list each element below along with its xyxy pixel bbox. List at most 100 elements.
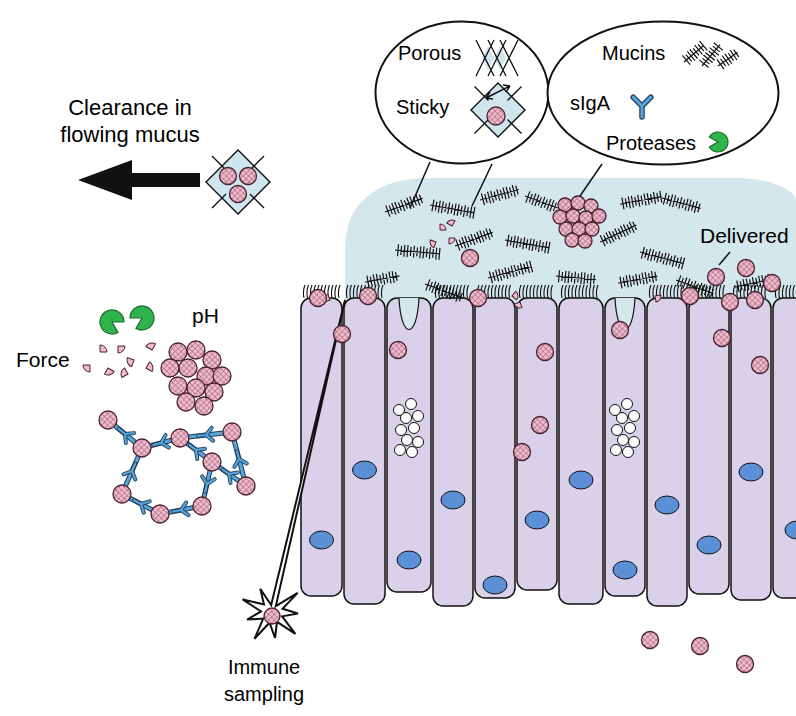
mucin-vesicle — [623, 447, 634, 458]
particle-fragment — [440, 224, 446, 230]
particles — [310, 196, 781, 673]
particle-fragment — [428, 240, 436, 248]
particle-outline — [514, 444, 531, 461]
particle-base — [738, 260, 755, 277]
particle-outline — [310, 290, 327, 307]
mucin-strand — [662, 193, 701, 213]
particle-base — [708, 269, 725, 286]
cell-nucleus — [525, 511, 549, 529]
siga-symbol — [633, 97, 651, 117]
particle-outline — [360, 288, 377, 305]
particle-outline — [113, 485, 131, 503]
nanoparticle — [752, 357, 769, 374]
particle-outline — [592, 209, 606, 223]
particle-outline — [390, 342, 407, 359]
particle-base — [230, 186, 247, 203]
nanoparticle — [708, 269, 725, 286]
particle-base — [195, 397, 213, 415]
mucin-strand — [488, 261, 533, 283]
inset-outline — [374, 20, 550, 165]
epithelial-cell — [475, 298, 515, 598]
particle-outline — [99, 411, 117, 429]
inset-label: Porous — [398, 42, 461, 64]
inset-ellipse — [376, 22, 549, 164]
particle-base — [571, 196, 585, 210]
mucin-vesicle — [395, 445, 406, 456]
cell-nucleus — [697, 536, 721, 554]
cell-nucleus — [569, 471, 593, 489]
nanoparticle — [264, 608, 280, 624]
particle-outline — [470, 290, 487, 307]
particle-base — [203, 453, 221, 471]
nanoparticle — [682, 288, 699, 305]
mucin-vesicle — [622, 399, 633, 410]
figure-label: Force — [16, 346, 70, 373]
particle-outline — [747, 292, 764, 309]
particle-fragment — [655, 295, 662, 302]
inset-label: Sticky — [396, 96, 449, 118]
particle-outline — [334, 326, 351, 343]
particle-fragment — [514, 302, 522, 310]
inset-ellipse — [548, 22, 779, 165]
siga-outline — [124, 461, 141, 479]
particle-outline — [708, 269, 725, 286]
dendritic-cell — [243, 300, 345, 639]
particle-outline — [571, 196, 585, 210]
particle-base — [171, 429, 189, 447]
cell-nucleus — [483, 576, 507, 594]
particle-base — [470, 290, 487, 307]
siga-outline — [199, 476, 215, 493]
particle-outline — [203, 453, 221, 471]
mucin-strand — [682, 41, 707, 65]
nanoparticle — [714, 330, 731, 347]
mucin-vesicle — [618, 435, 629, 446]
mucin-strand — [430, 200, 475, 219]
nanoparticle — [737, 656, 754, 673]
particle-base — [169, 343, 187, 361]
mucin-strand — [556, 270, 596, 285]
siga-symbol — [186, 440, 205, 459]
particle-outline — [722, 294, 739, 311]
mucin-strand — [505, 235, 550, 254]
particle-base — [334, 326, 351, 343]
cell-nucleus — [655, 496, 679, 514]
mucin-strand — [455, 228, 493, 250]
particle-base — [390, 342, 407, 359]
particle-outline — [169, 377, 187, 395]
siga-symbol — [199, 476, 215, 493]
protease-symbol — [96, 306, 127, 338]
particle-base — [360, 288, 377, 305]
nanoparticle — [642, 632, 659, 649]
siga-outline — [172, 503, 189, 518]
nanoparticle — [612, 322, 629, 339]
epithelium — [301, 285, 796, 606]
mucin-vesicle — [394, 405, 405, 416]
particle-outline — [169, 343, 187, 361]
nanoparticle — [151, 505, 169, 523]
particle-outline — [220, 168, 237, 185]
particle-base — [752, 357, 769, 374]
particle-base — [747, 292, 764, 309]
mucin-strand — [385, 194, 423, 216]
mesh-strand — [475, 87, 522, 134]
nanoparticle — [692, 638, 709, 655]
nanoparticle — [747, 292, 764, 309]
epithelial-cell — [773, 298, 796, 598]
mesh-pore — [471, 83, 525, 137]
particle-outline — [213, 367, 231, 385]
protease-symbol — [127, 302, 158, 334]
siga-outline — [633, 97, 651, 117]
nanoparticle — [487, 107, 505, 125]
mucin-strand — [525, 191, 558, 211]
mucin-strand — [480, 185, 519, 205]
mucin-vesicle — [406, 399, 417, 410]
mucin-vesicle — [629, 411, 640, 422]
siga-outline — [131, 495, 150, 513]
particle-base — [187, 341, 205, 359]
nanoparticle — [470, 290, 487, 307]
siga-outline — [197, 428, 213, 442]
particle-base — [592, 209, 606, 223]
mucin-vesicle — [612, 425, 623, 436]
nanoparticle — [592, 209, 606, 223]
nanoparticle — [193, 497, 211, 515]
